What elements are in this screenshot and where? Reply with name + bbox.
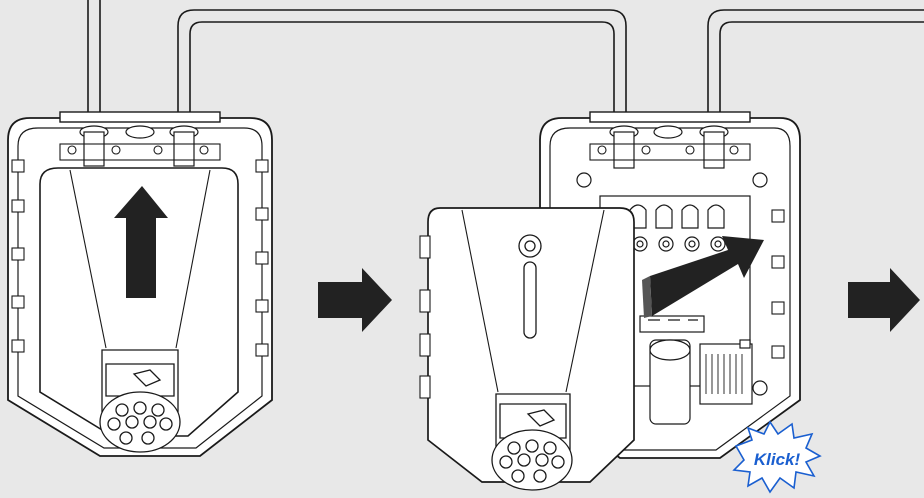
- terminal-strip: [59, 143, 221, 161]
- wallbox-step-2: [419, 111, 801, 491]
- cable-loop-2-inner: [719, 21, 924, 118]
- wallbox-step-1: [7, 111, 273, 457]
- arrow-right-icon: [318, 268, 392, 332]
- cable-left-1: [87, 0, 101, 118]
- cable-loop-1-inner: [189, 21, 615, 118]
- cable-loop-2: [707, 9, 924, 118]
- cable-loop-1: [177, 9, 627, 118]
- arrow-diagonal-shade: [642, 276, 652, 318]
- cable-glands: [79, 125, 199, 167]
- side-latches-left: [11, 159, 269, 357]
- side-latches: [771, 209, 785, 359]
- cover-taper-lines: [461, 209, 605, 393]
- cable-group: [87, 0, 924, 118]
- cable-entry-bar: [59, 111, 221, 123]
- arrow-up-icon: [114, 186, 168, 298]
- click-callout: Klick!: [732, 420, 822, 494]
- click-label: Klick!: [754, 450, 801, 469]
- arrow-diagonal-icon: [650, 236, 764, 316]
- socket-assembly: [99, 349, 181, 453]
- back-housing-inner: [549, 127, 791, 451]
- terminal-strip: [589, 143, 751, 161]
- cable-entry-bar: [589, 111, 751, 123]
- cover-taper-lines: [69, 169, 211, 349]
- status-light-bar: [518, 234, 542, 339]
- cover-edge-tabs: [419, 235, 431, 399]
- front-cover-open: [427, 207, 635, 483]
- arrow-right-icon: [848, 268, 920, 332]
- starburst-icon: [732, 420, 822, 494]
- back-housing-inner: [17, 127, 263, 449]
- mounting-holes: [576, 172, 768, 396]
- socket-assembly: [491, 393, 573, 491]
- cable-glands: [609, 125, 729, 169]
- front-cover: [39, 167, 239, 437]
